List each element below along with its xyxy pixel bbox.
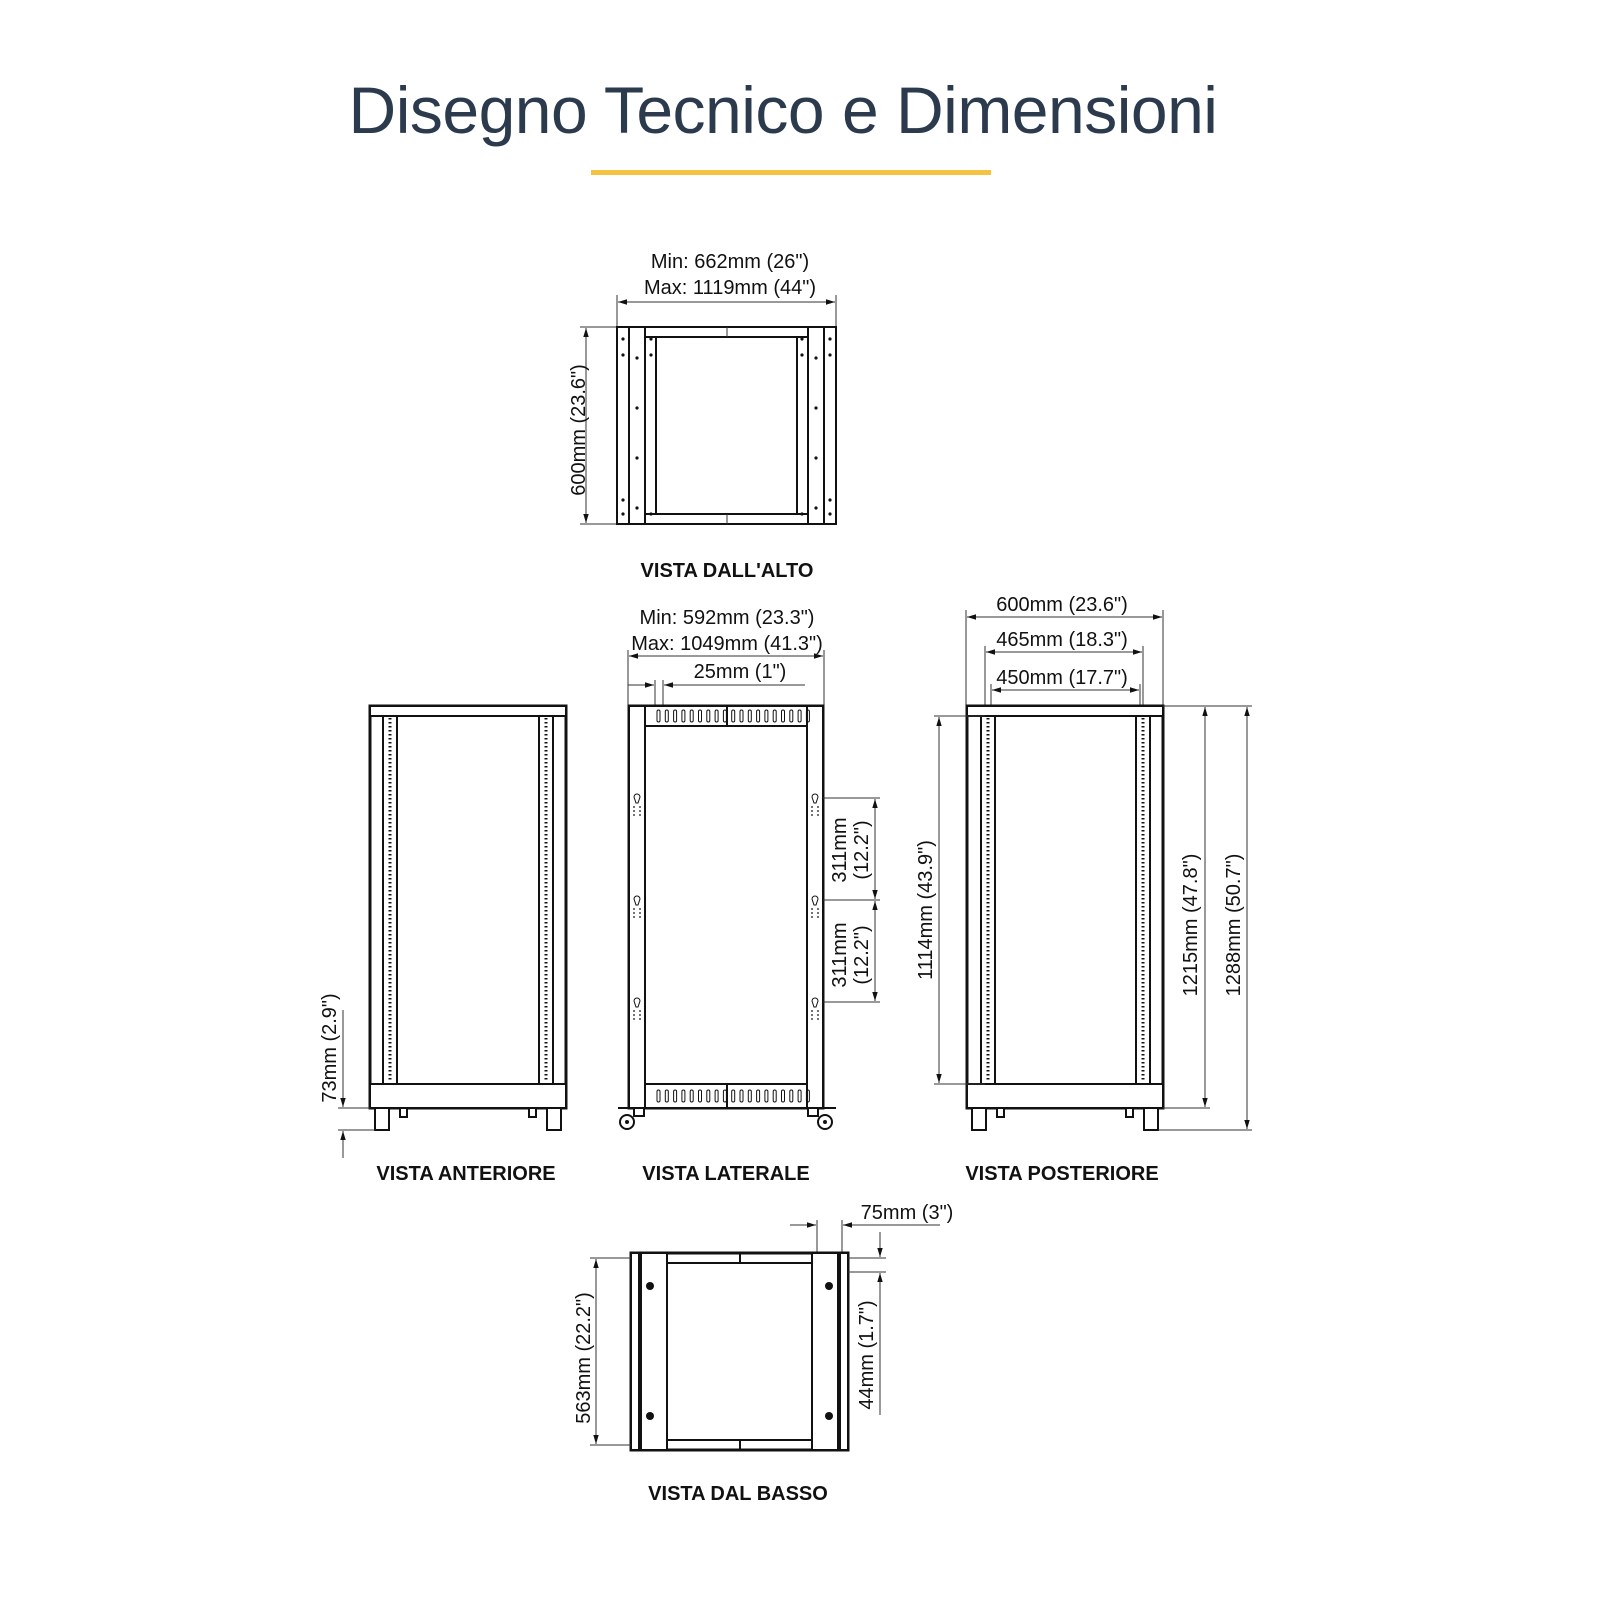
vent-slot: [698, 709, 702, 723]
vent-slot: [781, 1089, 785, 1103]
page-title: Disegno Tecnico e Dimensioni: [348, 73, 1218, 147]
vent-slot: [797, 1089, 802, 1103]
keyhole-icon: [811, 793, 819, 804]
keyhole-icon: [633, 895, 641, 906]
vent-slot: [781, 709, 785, 723]
title-underline: [591, 170, 991, 175]
vent-slot: [673, 709, 678, 723]
vent-slot: [731, 1089, 736, 1103]
top-view: Min: 662mm (26") Max: 1119mm (44") 600mm…: [568, 251, 837, 582]
bolt-holes: [621, 337, 832, 516]
rear-total-height: 1288mm (50.7"): [1223, 854, 1245, 997]
bottom-foot-offset: 44mm (1.7"): [856, 1300, 878, 1409]
vent-slot: [731, 709, 736, 723]
vent-slot: [714, 1089, 719, 1103]
rear-frame-height: 1215mm (47.8"): [1180, 854, 1202, 997]
vent-slot: [772, 1089, 777, 1103]
rack-frame: [368, 704, 568, 1110]
vent-slot: [722, 709, 727, 723]
keyhole-mounts: [633, 793, 819, 1020]
vent-slot: [656, 1089, 661, 1103]
front-view: 73mm (2.9") VISTA ANTERIORE: [319, 704, 568, 1185]
vent-slot: [673, 1089, 678, 1103]
vent-slot: [789, 709, 794, 723]
rear-view: 600mm (23.6") 465mm (18.3") 450mm (17.7"…: [915, 594, 1252, 1185]
front-caster-height: 73mm (2.9"): [319, 993, 341, 1102]
side-spacing-2-in: (12.2"): [851, 925, 873, 984]
side-spacing-2-mm: 311mm: [829, 922, 851, 987]
vent-slot: [797, 709, 802, 723]
ventilation-slots: [656, 709, 810, 1103]
bottom-depth: 563mm (22.2"): [573, 1292, 595, 1424]
vent-slot: [756, 1089, 761, 1103]
rear-view-caption: VISTA POSTERIORE: [965, 1163, 1158, 1185]
vent-slot: [681, 709, 686, 723]
side-depth-min: Min: 592mm (23.3"): [640, 607, 815, 629]
bottom-view-caption: VISTA DAL BASSO: [648, 1483, 828, 1505]
caster-mounts: [646, 1282, 833, 1420]
side-spacing-1-mm: 311mm: [829, 817, 851, 882]
rack-frame: [627, 704, 825, 1110]
vent-slot: [756, 709, 761, 723]
caster-wheels: [618, 1107, 836, 1130]
vent-slot: [772, 709, 777, 723]
vent-slot: [764, 709, 769, 723]
bottom-foot-width: 75mm (3"): [861, 1202, 954, 1224]
vent-slot: [706, 709, 711, 723]
keyhole-icon: [811, 895, 819, 906]
caster-wheels: [374, 1107, 562, 1131]
rear-outer-width: 600mm (23.6"): [996, 594, 1128, 616]
vent-slot: [706, 1089, 711, 1103]
vent-slot: [681, 1089, 686, 1103]
front-view-caption: VISTA ANTERIORE: [376, 1163, 555, 1185]
rack-frame: [965, 704, 1165, 1110]
bottom-view: 75mm (3") 563mm (22.2") 44mm (1.7") VIST…: [573, 1202, 953, 1505]
keyhole-icon: [633, 997, 641, 1008]
side-view: Min: 592mm (23.3") Max: 1049mm (41.3") 2…: [618, 607, 880, 1185]
top-view-caption: VISTA DALL'ALTO: [641, 560, 814, 582]
vent-slot: [689, 1089, 694, 1103]
vent-slot: [664, 709, 669, 723]
vent-slot: [805, 1089, 810, 1103]
vent-slot: [764, 1089, 769, 1103]
vent-slot: [747, 1089, 752, 1103]
side-rail-width: 25mm (1"): [694, 661, 787, 683]
side-depth-max: Max: 1049mm (41.3"): [631, 633, 823, 655]
vent-slot: [656, 709, 661, 723]
top-width-max: Max: 1119mm (44"): [644, 277, 816, 299]
vent-slot: [805, 709, 810, 723]
rear-rail-inner: 450mm (17.7"): [996, 667, 1128, 689]
vent-slot: [664, 1089, 669, 1103]
side-view-caption: VISTA LATERALE: [642, 1163, 809, 1185]
keyhole-icon: [633, 793, 641, 804]
vent-slot: [739, 709, 744, 723]
rear-rail-height: 1114mm (43.9"): [915, 840, 937, 980]
side-spacing-1-in: (12.2"): [851, 820, 873, 879]
vent-slot: [789, 1089, 794, 1103]
top-width-min: Min: 662mm (26"): [651, 251, 809, 273]
caster-wheels: [971, 1107, 1159, 1131]
vent-slot: [689, 709, 694, 723]
vent-slot: [722, 1089, 727, 1103]
vent-slot: [698, 1089, 702, 1103]
vent-slot: [739, 1089, 744, 1103]
vent-slot: [747, 709, 752, 723]
top-depth: 600mm (23.6"): [568, 364, 590, 496]
rear-rail-outer: 465mm (18.3"): [996, 629, 1128, 651]
vent-slot: [714, 709, 719, 723]
keyhole-icon: [811, 997, 819, 1008]
